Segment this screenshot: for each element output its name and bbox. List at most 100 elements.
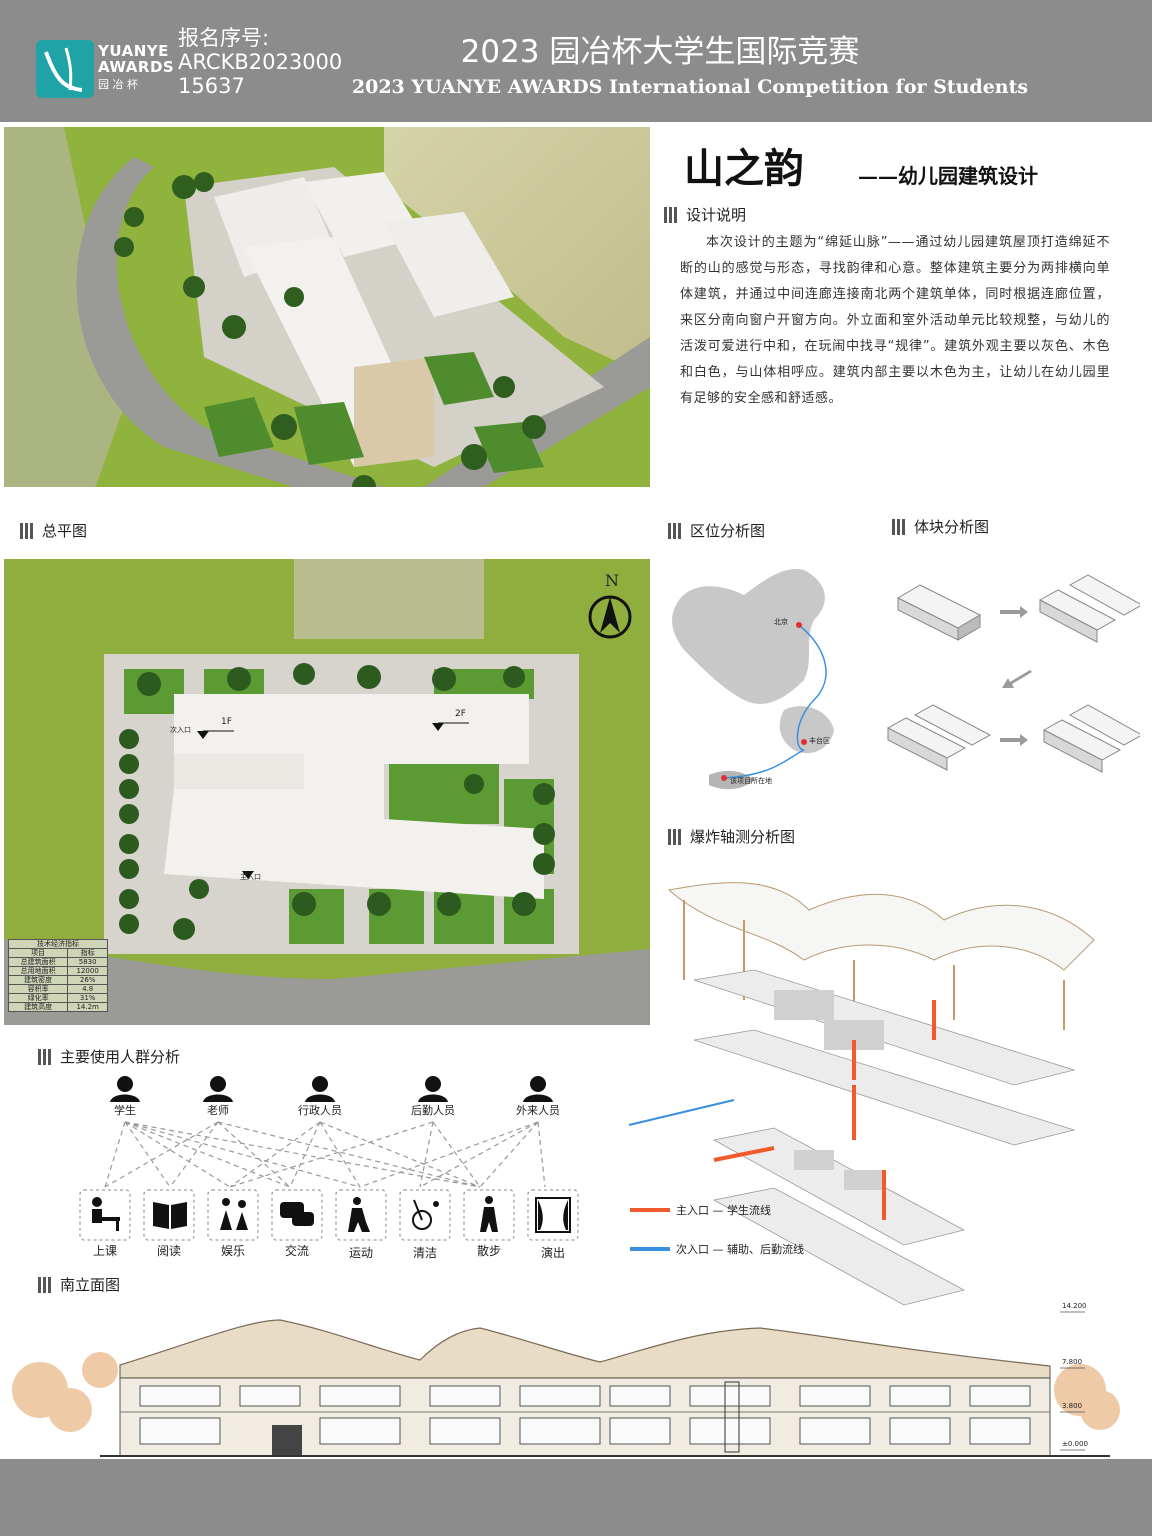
person-icon (418, 1076, 448, 1102)
level-label: ±0.000 (1062, 1440, 1088, 1448)
design-description: 本次设计的主题为“绵延山脉”——通过幼儿园建筑屋顶打造绵延不断的山的感觉与形态，… (680, 235, 1110, 406)
legend-main-entrance: 主入口 — 学生流线 (630, 1202, 771, 1218)
section-explosion: 爆炸轴测分析图 (668, 826, 795, 847)
section-site-plan-label: 总平图 (42, 522, 88, 540)
south-elevation-drawing: 14.200 7.800 3.800 ±0.000 (0, 1300, 1152, 1460)
cleaning-icon (412, 1199, 439, 1230)
activity-label: 娱乐 (220, 1244, 245, 1258)
section-massing: 体块分析图 (892, 516, 989, 537)
logo-wordmark: YUANYE AWARDS 园 冶 杯 (98, 42, 175, 91)
book-icon (153, 1202, 187, 1229)
location-map: 北京 丰台区 该项目所在地 (664, 560, 854, 800)
logo-line-3: 园 冶 杯 (98, 77, 138, 91)
activity-label: 散步 (476, 1244, 501, 1258)
activity-label: 运动 (348, 1246, 373, 1260)
activity-label: 清洁 (412, 1246, 437, 1260)
section-massing-label: 体块分析图 (914, 518, 990, 536)
section-marker-icon (668, 522, 682, 539)
reg-label: 报名序号: (178, 26, 270, 50)
site-label: 该项目所在地 (730, 777, 772, 785)
activity-label: 交流 (284, 1244, 309, 1258)
exercise-icon (348, 1197, 370, 1232)
person-icon (110, 1076, 140, 1102)
person-icon (523, 1076, 553, 1102)
level-label: 14.200 (1062, 1302, 1087, 1310)
section-design-note: 设计说明 (664, 204, 746, 225)
logo-line-2: AWARDS (98, 57, 175, 76)
table-cell: 绿化率 (7, 993, 69, 1003)
table-cell: 建筑密度 (7, 975, 69, 985)
fengtai-label: 丰台区 (809, 737, 830, 745)
stage-icon (535, 1197, 571, 1233)
competition-title-cn: 2023 园冶杯大学生国际竞赛 (460, 34, 860, 70)
north-arrow-icon (588, 595, 632, 639)
user-group-label: 学生 (114, 1104, 136, 1117)
section-marker-icon (668, 828, 682, 845)
reg-num-1: ARCKB2023000 (178, 50, 343, 74)
north-label: N (605, 571, 619, 590)
legend-secondary-label: 次入口 — 辅助、后勤流线 (676, 1243, 804, 1256)
table-cell: 容积率 (7, 984, 69, 994)
section-site-plan: 总平图 (20, 520, 87, 541)
section-users: 主要使用人群分析 (38, 1046, 180, 1067)
competition-title-en: 2023 YUANYE AWARDS International Competi… (351, 76, 1029, 98)
class-icon (92, 1197, 120, 1231)
legend-main-label: 主入口 — 学生流线 (676, 1204, 771, 1217)
table-cell: 12000 (67, 966, 108, 976)
table-cell: 5830 (67, 957, 108, 967)
activity-label: 上课 (92, 1244, 117, 1258)
level-label: 7.800 (1062, 1358, 1083, 1366)
user-group-label: 行政人员 (298, 1104, 342, 1117)
table-cell: 4.8 (67, 984, 108, 994)
table-cell: 14.2m (67, 1002, 108, 1012)
table-header: 项目 (7, 948, 69, 958)
secondary-entrance-label: 次入口 (170, 726, 191, 734)
table-cell: 26% (67, 975, 108, 985)
table-cell: 总建筑面积 (7, 957, 69, 967)
table-cell: 31% (67, 993, 108, 1003)
person-icon (305, 1076, 335, 1102)
table-cell: 总用地面积 (7, 966, 69, 976)
project-subtitle: ——幼儿园建筑设计 (858, 164, 1038, 188)
person-icon (203, 1076, 233, 1102)
main-entrance-label: 主入口 (240, 873, 261, 881)
level-label: 3.800 (1062, 1402, 1083, 1410)
section-marker-icon (20, 522, 34, 539)
section-explosion-label: 爆炸轴测分析图 (690, 828, 796, 846)
legend-secondary-entrance: 次入口 — 辅助、后勤流线 (630, 1241, 804, 1257)
legend-swatch-blue (630, 1247, 670, 1251)
walk-icon (480, 1196, 498, 1232)
logo-line-1: YUANYE (98, 42, 169, 60)
floor-2f-label: 2F (455, 709, 466, 719)
activity-label: 阅读 (156, 1244, 181, 1258)
yuanye-logo (36, 40, 94, 98)
section-marker-icon (892, 518, 906, 535)
exploded-axonometric (624, 870, 1124, 1310)
registration-number: 报名序号: ARCKB2023000 15637 (178, 26, 342, 98)
section-location: 区位分析图 (668, 520, 765, 541)
user-group-diagram: 学生 老师 行政人员 后勤人员 外来人员 上课 阅读 娱乐 交流 运动 清洁 散… (70, 1072, 590, 1272)
section-location-label: 区位分析图 (690, 522, 766, 540)
section-users-label: 主要使用人群分析 (60, 1048, 181, 1066)
section-marker-icon (664, 206, 678, 223)
section-elevation-label: 南立面图 (60, 1276, 121, 1294)
header-banner: YUANYE AWARDS 园 冶 杯 报名序号: ARCKB2023000 1… (0, 0, 1152, 122)
legend-swatch-orange (630, 1208, 670, 1212)
project-title: 山之韵 (684, 145, 804, 192)
reg-num-2: 15637 (178, 74, 245, 98)
play-icon (220, 1198, 248, 1230)
activity-label: 演出 (540, 1246, 565, 1260)
beijing-label: 北京 (774, 618, 788, 626)
user-group-label: 后勤人员 (411, 1104, 455, 1117)
table-title: 技术经济指标 (8, 939, 108, 949)
aerial-rendering (4, 127, 650, 487)
user-group-label: 外来人员 (516, 1104, 560, 1117)
section-marker-icon (38, 1048, 52, 1065)
massing-diagram (880, 570, 1144, 800)
